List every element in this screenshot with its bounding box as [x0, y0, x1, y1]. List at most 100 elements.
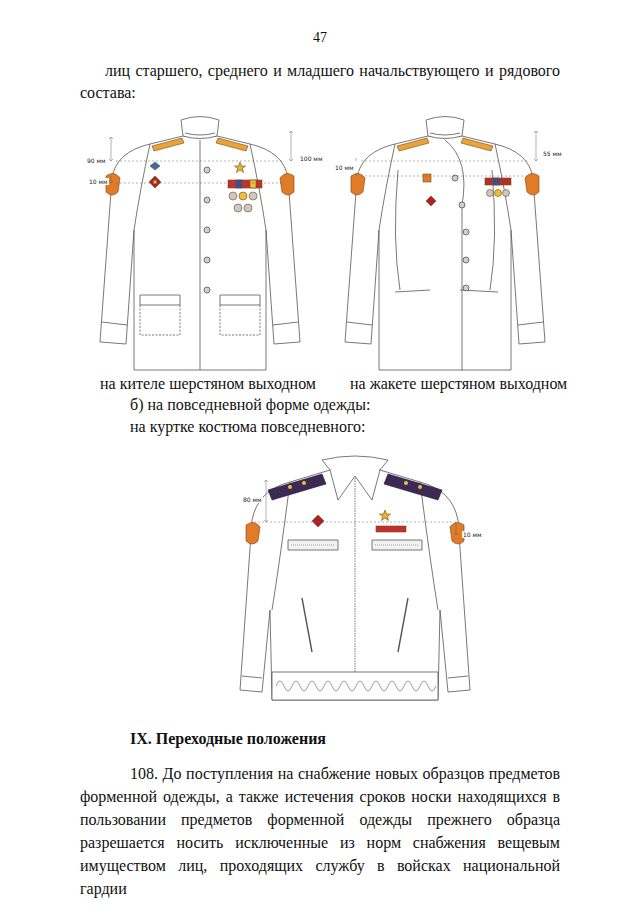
- kitel-jacket: [181, 117, 219, 139]
- zhaket-jacket: [463, 257, 469, 263]
- sleeve-patch: [246, 522, 260, 544]
- award-badge: [149, 162, 511, 532]
- kurtka-jacket: [276, 681, 436, 691]
- award-badge: [376, 526, 406, 532]
- kitel-jacket: [140, 295, 180, 305]
- shoulder-stars: [418, 485, 422, 489]
- uniform-illustrations: [106, 138, 539, 544]
- shoulder-board: [384, 474, 442, 500]
- body-text: лиц старшего, среднего и младшего началь…: [80, 60, 560, 104]
- award-badge: [153, 180, 157, 184]
- section-heading: IX. Переходные положения: [130, 728, 326, 750]
- award-badge: [423, 174, 431, 182]
- award-badge: [229, 192, 237, 200]
- kitel-jacket: [204, 197, 210, 203]
- figure-caption: на кителе шерстяном выходном: [100, 373, 316, 395]
- shoulder-stars: [288, 485, 292, 489]
- kitel-jacket: [185, 133, 215, 135]
- sleeve-patch: [525, 173, 539, 195]
- dimension-line: [361, 161, 529, 176]
- subsection-text: б) на повседневной форме одежды:: [130, 394, 370, 416]
- kurtka-jacket: [302, 598, 408, 652]
- kitel-jacket: [204, 227, 210, 233]
- award-badge: [150, 162, 160, 170]
- shoulder-board: [152, 138, 184, 151]
- dimension-label: 10 мм: [334, 164, 355, 171]
- zhaket-jacket: [345, 136, 545, 370]
- shoulder-board: [268, 474, 442, 500]
- shoulder-stars: [302, 481, 306, 485]
- page-number: 47: [300, 30, 340, 46]
- award-badge: [487, 190, 494, 197]
- dimension-label: 100 мм: [299, 155, 323, 162]
- award-badge: [495, 190, 502, 197]
- kitel-jacket: [140, 305, 260, 335]
- figure-caption: на жакете шерстяном выходном: [350, 373, 567, 395]
- award-badge: [239, 192, 247, 200]
- kurtka-jacket: [240, 470, 470, 700]
- dimension-line: [454, 522, 458, 535]
- award-badge: [426, 196, 436, 206]
- sleeve-patch: [106, 173, 539, 544]
- kitel-jacket: [204, 257, 210, 263]
- kitel-jacket: [200, 140, 201, 370]
- dimension-line: [356, 158, 357, 176]
- kurtka-jacket: [242, 676, 468, 678]
- zhaket-jacket: [459, 202, 465, 208]
- zhaket-jacket: [347, 322, 543, 325]
- kurtka-jacket: [291, 545, 419, 546]
- shoulder-board: [216, 138, 248, 151]
- zhaket-jacket: [395, 170, 494, 290]
- dimension-line: [116, 161, 284, 183]
- kurtka-jacket: [272, 672, 438, 700]
- dimension-line: [254, 522, 456, 523]
- kitel-jacket: [204, 167, 210, 293]
- zhaket-jacket: [379, 144, 395, 230]
- dimension-label: 80 мм: [242, 496, 263, 503]
- award-badge: [312, 515, 324, 527]
- subsection-text: на куртке костюма повседневного:: [130, 416, 366, 438]
- zhaket-jacket: [426, 117, 464, 139]
- zhaket-jacket: [463, 285, 469, 291]
- shoulder-stars: [288, 481, 422, 489]
- award-badge: [149, 176, 161, 188]
- dimension-line: [264, 480, 268, 522]
- dimension-line: [534, 131, 538, 161]
- body-text: 108. До поступления на снабжение новых о…: [80, 762, 560, 900]
- zhaket-jacket: [395, 290, 498, 292]
- kitel-jacket: [204, 167, 210, 173]
- award-badge: [250, 180, 256, 188]
- shoulder-board: [461, 138, 493, 151]
- dimension-label: 10 мм: [462, 531, 483, 538]
- award-badge: [493, 178, 499, 185]
- award-badge: [236, 180, 242, 188]
- kitel-jacket: [204, 287, 210, 293]
- kitel-jacket: [134, 144, 150, 230]
- kitel-jacket: [100, 117, 300, 371]
- award-badge: [244, 204, 252, 212]
- award-badge: [228, 180, 262, 188]
- shoulder-board: [397, 138, 429, 151]
- shoulder-board: [268, 474, 326, 500]
- award-badge: [234, 204, 242, 212]
- sleeve-patch: [280, 173, 294, 195]
- dimension-line: [109, 176, 113, 183]
- dimension-line: [109, 137, 113, 161]
- kitel-jacket: [220, 295, 260, 305]
- dimension-line: [289, 131, 293, 161]
- shoulder-stars: [404, 481, 408, 485]
- award-badge: [503, 190, 510, 197]
- zhaket-jacket: [452, 175, 469, 291]
- award-badge: [235, 162, 246, 173]
- uniform-illustrations: [100, 117, 545, 701]
- dimension-line: [109, 131, 538, 535]
- dimension-label: 55 мм: [542, 150, 563, 157]
- dimension-label: 90 мм: [86, 157, 107, 164]
- kurtka-jacket: [355, 478, 356, 690]
- award-badge: [380, 510, 391, 521]
- kurtka-jacket: [240, 456, 470, 700]
- award-badge: [249, 192, 257, 200]
- dimension-label: 10 мм: [88, 178, 109, 185]
- zhaket-jacket: [345, 117, 545, 371]
- zhaket-jacket: [430, 133, 460, 135]
